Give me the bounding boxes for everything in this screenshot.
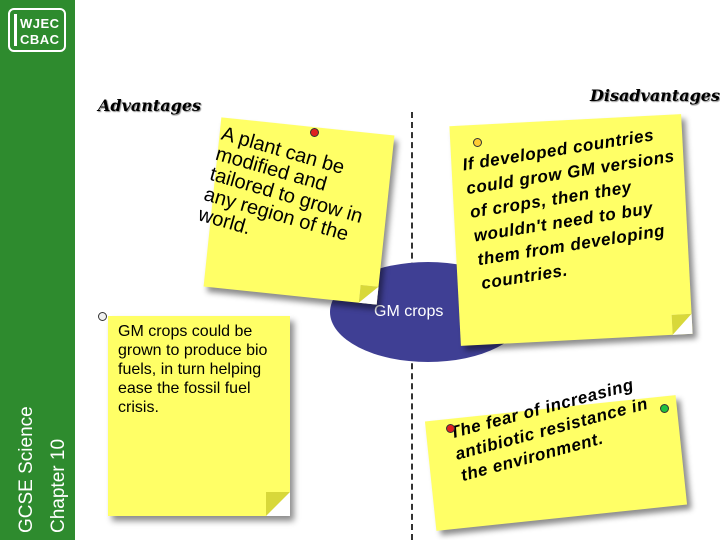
disadvantage-note-2: The fear of increasing antibiotic resist… (424, 375, 688, 531)
red-pin-icon (310, 128, 319, 137)
green-pin-icon (660, 404, 669, 413)
orange-pin-icon (473, 138, 482, 147)
advantage-note-1-text: A plant can be modified and tailored to … (195, 122, 366, 246)
logo-bar (14, 14, 17, 46)
advantage-note-2: GM crops could be grown to produce bio f… (108, 316, 290, 516)
logo-line-2: CBAC (20, 32, 60, 47)
disadvantages-heading: Disadvantages (590, 86, 720, 105)
disadvantage-note-2-text: The fear of increasing antibiotic resist… (447, 374, 650, 485)
disadvantage-note-1: If developed countries could grow GM ver… (449, 114, 693, 346)
page-curl (671, 313, 693, 335)
advantages-heading: Advantages (98, 96, 202, 115)
advantage-note-2-text: GM crops could be grown to produce bio f… (118, 323, 268, 416)
gm-crops-label: GM crops (374, 303, 444, 320)
advantage-note-1: A plant can be modified and tailored to … (196, 117, 395, 305)
chapter-label: Chapter 10 (48, 438, 69, 533)
wjec-cbac-logo: WJEC CBAC (8, 8, 66, 52)
page-curl (266, 492, 290, 516)
red-pin-icon (446, 424, 455, 433)
subject-label: GCSE Science (16, 406, 37, 533)
sidebar: WJEC CBAC GCSE Science Chapter 10 (0, 0, 75, 540)
gray-pin-icon (98, 312, 107, 321)
logo-line-1: WJEC (20, 16, 60, 31)
disadvantage-note-1-text: If developed countries could grow GM ver… (461, 125, 676, 293)
page-curl (358, 284, 379, 305)
